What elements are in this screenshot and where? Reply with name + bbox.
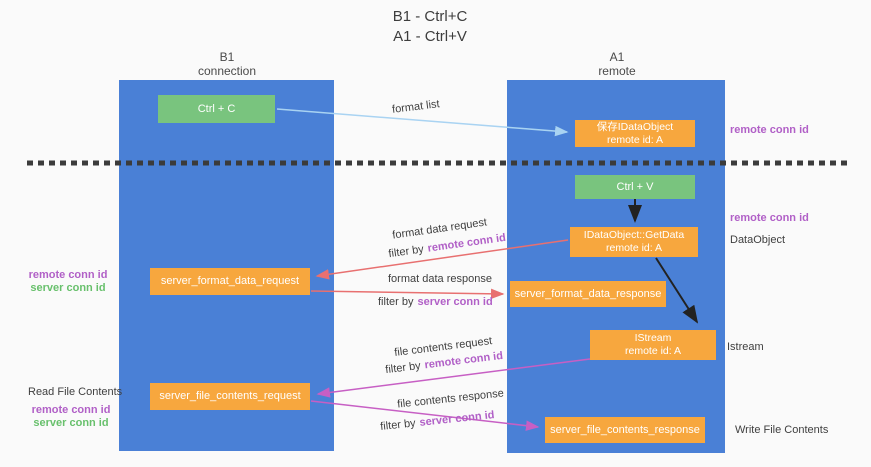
save-idataobject-line1: 保存IDataObject — [596, 120, 674, 133]
server-file-contents-request-label: server_file_contents_request — [159, 390, 301, 402]
arrow-format-data-response — [310, 288, 505, 300]
server-conn-id-text: server conn id — [417, 296, 493, 308]
annotation-remote-conn-id-left-top: remote conn id — [28, 269, 108, 281]
lane-a1-name: A1 — [609, 50, 625, 64]
ctrl-c-label: Ctrl + C — [197, 102, 236, 115]
arrow-getdata-to-istream — [655, 257, 699, 324]
server-file-contents-response-label: server_file_contents_response — [550, 423, 700, 436]
node-server-file-contents-request: server_file_contents_request — [150, 383, 310, 410]
annotation-dataobject: DataObject — [730, 234, 786, 246]
node-server-format-data-response: server_format_data_response — [510, 281, 666, 307]
lane-a1-subtitle: remote — [598, 64, 636, 78]
annotation-istream: Istream — [727, 341, 764, 353]
title-line-1: B1 - Ctrl+C — [392, 8, 468, 25]
annotation-remote-conn-id-left-bottom: remote conn id — [31, 404, 111, 416]
istream-line1: IStream — [634, 332, 672, 344]
node-server-format-data-request: server_format_data_request — [150, 268, 310, 295]
arrow-file-contents-response — [310, 400, 540, 431]
annotation-read-file-contents: Read File Contents — [28, 386, 123, 398]
node-ctrl-v: Ctrl + V — [575, 175, 695, 199]
lane-b1-name: B1 — [219, 50, 235, 64]
label-format-data-response: format data response — [388, 273, 492, 285]
node-istream: IStream remote id: A — [590, 330, 716, 360]
node-idataobject-getdata: IDataObject::GetData remote id: A — [570, 227, 698, 257]
lane-header-a1: A1 remote — [567, 50, 667, 78]
arrow-file-contents-request — [316, 358, 591, 398]
lane-header-b1: B1 connection — [177, 50, 277, 78]
arrow-format-data-request — [315, 239, 569, 280]
arrow-format-list — [276, 108, 569, 137]
ctrl-v-label: Ctrl + V — [616, 180, 654, 193]
filter-by-text: filter by — [378, 296, 414, 308]
annotation-remote-conn-id-right-top: remote conn id — [730, 124, 809, 136]
diagram-title: B1 - Ctrl+C A1 - Ctrl+V — [330, 7, 530, 47]
node-server-file-contents-response: server_file_contents_response — [545, 417, 705, 443]
server-format-data-request-label: server_format_data_request — [160, 275, 300, 287]
lane-b1-subtitle: connection — [197, 64, 257, 78]
getdata-line1: IDataObject::GetData — [583, 229, 685, 241]
node-ctrl-c: Ctrl + C — [158, 95, 275, 123]
getdata-line2: remote id: A — [605, 242, 663, 254]
title-line-2: A1 - Ctrl+V — [393, 28, 467, 45]
istream-line2: remote id: A — [624, 345, 682, 357]
annotation-remote-conn-id-right-mid: remote conn id — [730, 212, 809, 224]
annotation-server-conn-id-left-bottom: server conn id — [33, 417, 109, 429]
node-save-idataobject: 保存IDataObject remote id: A — [575, 120, 695, 147]
server-format-data-response-label: server_format_data_response — [514, 287, 662, 300]
annotation-write-file-contents: Write File Contents — [735, 424, 829, 436]
save-idataobject-line2: remote id: A — [606, 133, 664, 146]
annotation-server-conn-id-left-top: server conn id — [30, 282, 106, 294]
